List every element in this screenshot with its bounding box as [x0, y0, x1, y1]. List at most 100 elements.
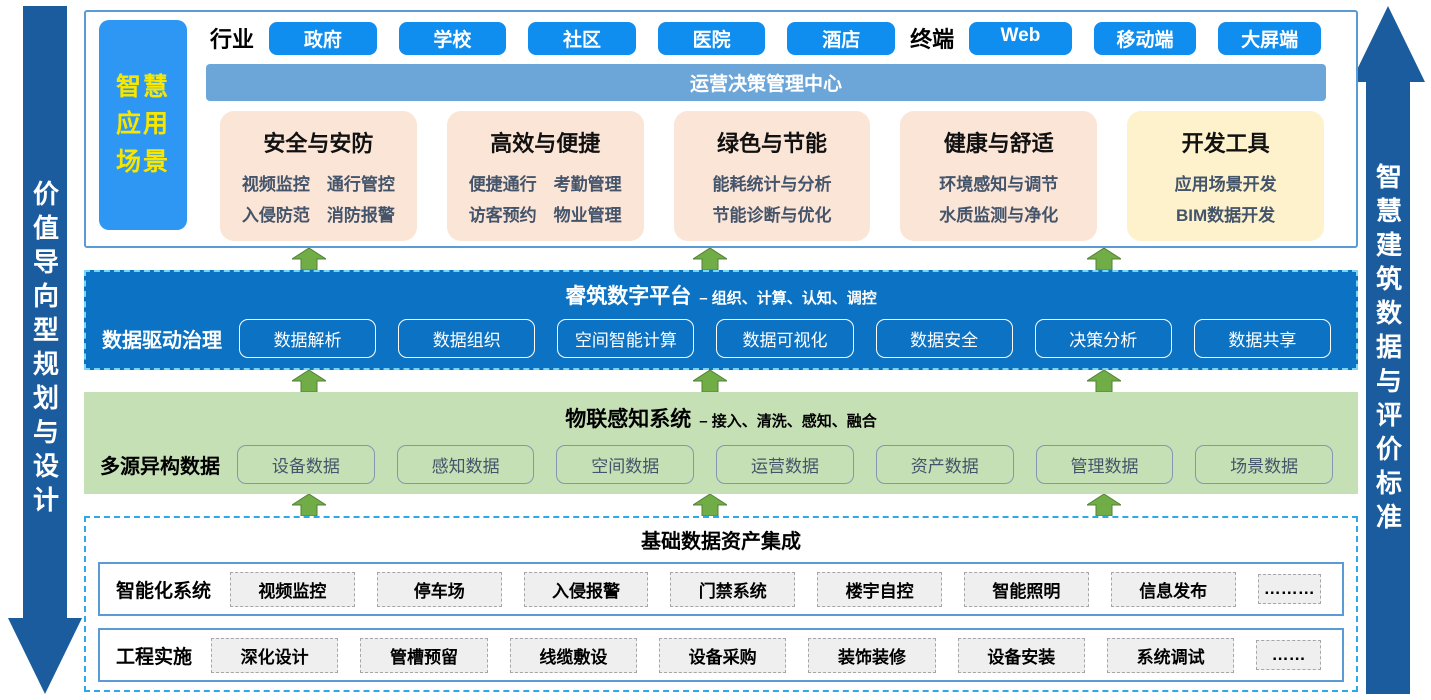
scenario-card-features: 便捷通行 考勤管理访客预约 物业管理: [453, 170, 638, 231]
platform-title-row: 睿筑数字平台 – 组织、计算、认知、调控: [86, 272, 1356, 310]
iot-button: 感知数据: [396, 445, 535, 484]
scenario-feature: 节能诊断与优化: [712, 205, 832, 225]
base-row-label: 工程实施: [116, 646, 193, 668]
green-up-arrow-icon: [292, 248, 327, 270]
base-item: 视频监控: [230, 571, 355, 607]
iot-button: 运营数据: [716, 445, 854, 484]
right-standard-arrow: 智慧建筑数据与评价标准: [1351, 6, 1425, 694]
base-item: 设备安装: [957, 637, 1085, 673]
platform-button: 数据组织: [398, 319, 536, 358]
base-item: 入侵报警: [523, 571, 649, 607]
iot-title: 物联感知系统: [565, 408, 692, 431]
base-row-list: 智能化系统 视频监控停车场入侵报警门禁系统楼宇自控智能照明信息发布……… 工程实…: [98, 562, 1344, 682]
right-arrow-label: 智慧建筑数据与评价标准: [1372, 163, 1403, 537]
platform-button: 数据安全: [875, 319, 1013, 358]
left-value-arrow: 价值导向型规划与设计: [8, 6, 82, 694]
scenario-feature: 水质监测与净化: [939, 205, 1059, 225]
industry-tag: 医院: [657, 21, 766, 55]
iot-title-row: 物联感知系统 – 接入、清洗、感知、融合: [84, 392, 1358, 433]
base-data-layer: 基础数据资产集成 智能化系统 视频监控停车场入侵报警门禁系统楼宇自控智能照明信息…: [84, 516, 1358, 692]
base-row-label: 智能化系统: [116, 580, 212, 602]
scenario-card-title: 开发工具: [1181, 131, 1270, 156]
iot-subtitle: – 接入、清洗、感知、融合: [699, 413, 877, 430]
scenario-card: 绿色与节能 能耗统计与分析节能诊断与优化: [673, 111, 871, 242]
scenario-card: 健康与舒适 环境感知与调节水质监测与净化: [900, 111, 1098, 242]
iot-button-row: 多源异构数据 设备数据感知数据空间数据运营数据资产数据管理数据场景数据: [84, 433, 1358, 484]
scene-label: 智慧应用场景: [115, 72, 170, 176]
left-arrow-shaft: [23, 6, 67, 620]
up-arrows-row: [84, 370, 1358, 392]
scenario-card-list: 安全与安防 视频监控 通行管控入侵防范 消防报警 高效与便捷 便捷通行 考勤管理…: [220, 111, 1324, 242]
industry-tag: 政府: [269, 21, 377, 55]
scenario-card-title: 健康与舒适: [943, 131, 1054, 156]
iot-button: 场景数据: [1195, 445, 1334, 484]
terminal-tag: 移动端: [1093, 21, 1197, 55]
iot-button: 设备数据: [237, 445, 375, 484]
iot-button-list: 设备数据感知数据空间数据运营数据资产数据管理数据场景数据: [226, 445, 1344, 484]
base-item: 信息发布: [1110, 571, 1236, 607]
base-item: 门禁系统: [670, 571, 796, 607]
base-item-list: 视频监控停车场入侵报警门禁系统楼宇自控智能照明信息发布………: [219, 571, 1332, 607]
scenario-card-features: 能耗统计与分析节能诊断与优化: [680, 170, 865, 231]
green-up-arrow-icon: [292, 370, 327, 392]
base-item: 楼宇自控: [817, 571, 942, 607]
scenario-card-title: 安全与安防: [263, 131, 374, 156]
iot-perception-layer: 物联感知系统 – 接入、清洗、感知、融合 多源异构数据 设备数据感知数据空间数据运…: [84, 392, 1358, 494]
iot-button: 空间数据: [556, 445, 695, 484]
green-up-arrow-icon: [692, 248, 727, 270]
scenario-card-title: 高效与便捷: [490, 131, 601, 156]
scenario-card: 高效与便捷 便捷通行 考勤管理访客预约 物业管理: [446, 111, 644, 242]
base-item: 深化设计: [211, 637, 339, 673]
scenario-feature: 视频监控 通行管控: [241, 175, 395, 194]
industry-tag: 酒店: [787, 21, 896, 55]
green-up-arrow-icon: [692, 370, 727, 392]
base-item: 系统调试: [1106, 637, 1235, 673]
green-up-arrow-icon: [1087, 370, 1122, 392]
left-arrow-label: 价值导向型规划与设计: [29, 180, 60, 520]
base-item: 线缆敷设: [509, 637, 637, 673]
platform-button-list: 数据解析数据组织空间智能计算数据可视化数据安全决策分析数据共享: [228, 319, 1342, 358]
base-title: 基础数据资产集成: [641, 531, 801, 553]
base-item: ………: [1257, 574, 1321, 604]
platform-button: 数据解析: [239, 319, 377, 358]
up-arrows-row: [84, 248, 1358, 270]
industry-tag: 学校: [398, 21, 507, 55]
base-row: 智能化系统 视频监控停车场入侵报警门禁系统楼宇自控智能照明信息发布………: [98, 562, 1344, 616]
terminal-label: 终端: [910, 27, 955, 52]
green-up-arrow-icon: [1087, 494, 1122, 516]
base-item: 停车场: [376, 571, 502, 607]
industry-tag-list: 政府学校社区医院酒店: [258, 21, 906, 55]
iot-button: 资产数据: [875, 445, 1014, 484]
base-item: 设备采购: [659, 637, 787, 673]
iot-label: 多源异构数据: [100, 456, 220, 478]
base-item: 装饰装修: [808, 637, 936, 673]
platform-subtitle: – 组织、计算、认知、调控: [699, 290, 877, 307]
scenario-feature: 环境感知与调节: [939, 175, 1059, 194]
scenario-feature: 便捷通行 考勤管理: [468, 175, 622, 194]
green-up-arrow-icon: [692, 494, 727, 516]
platform-title: 睿筑数字平台: [565, 285, 692, 308]
operation-center-bar: 运营决策管理中心: [206, 64, 1326, 101]
platform-button: 空间智能计算: [557, 319, 695, 358]
digital-platform-layer: 睿筑数字平台– 组织、计算、认知、调控 数据驱动治理 数据解析数据组织空间智能计…: [84, 270, 1358, 370]
platform-button: 决策分析: [1034, 319, 1172, 358]
scenario-feature: 访客预约 物业管理: [468, 205, 622, 225]
industry-label: 行业: [210, 27, 255, 52]
platform-button: 数据共享: [1193, 319, 1331, 358]
scenario-card-features: 环境感知与调节水质监测与净化: [906, 170, 1091, 231]
green-up-arrow-icon: [1087, 248, 1122, 270]
base-item: 管槽预留: [360, 637, 488, 673]
scenario-feature: BIM数据开发: [1176, 205, 1276, 225]
base-item-list: 深化设计管槽预留线缆敷设设备采购装饰装修设备安装系统调试……: [200, 637, 1332, 673]
scenario-card: 开发工具 应用场景开发 BIM数据开发: [1127, 111, 1324, 242]
scenario-card-title: 绿色与节能: [716, 131, 827, 156]
scenario-feature: 应用场景开发: [1174, 175, 1277, 194]
scenario-feature: 入侵防范 消防报警: [241, 205, 395, 225]
scenario-feature: 能耗统计与分析: [712, 175, 832, 194]
